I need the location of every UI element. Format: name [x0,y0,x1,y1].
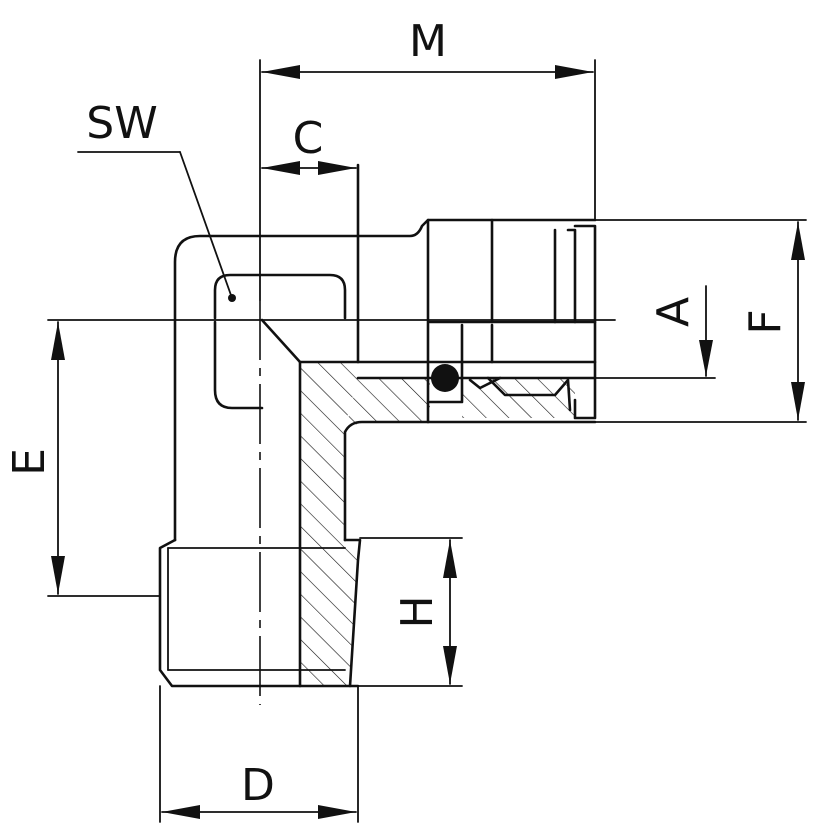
dim-sw: SW [77,98,233,299]
label-h: H [392,595,443,628]
ring-outline [573,224,597,420]
h-arrow-bottom [443,646,457,684]
dim-h: H [357,537,463,687]
label-d: D [241,760,275,811]
h-arrow-top [443,540,457,578]
center-lines [47,300,616,705]
stem-wall-hatch [300,362,358,686]
body-outline [173,218,597,542]
body-wall-hatch [345,378,430,432]
thread [158,538,362,688]
fitting-body [173,163,597,688]
label-e: E [4,448,55,476]
m-arrow-left [262,65,300,79]
hex-flat [213,273,347,410]
chamfer-line [260,318,302,364]
ring-top [566,228,577,324]
label-sw: SW [86,98,157,149]
label-a: A [648,297,699,327]
d-arrow-left [162,805,200,819]
label-c: C [293,113,324,164]
dim-m: M [259,16,596,301]
label-f: F [740,309,791,334]
e-arrow-top [51,322,65,360]
c-arrow-right [318,161,356,175]
collet-hatch [462,378,575,418]
thread-right-edge [343,538,362,688]
label-m: M [409,16,447,67]
d-arrow-right [318,805,356,819]
a-arrow [699,340,713,376]
thread-outline [158,538,360,688]
sw-leader-diagonal [179,151,233,299]
dim-a: A [594,285,716,379]
lower-wall-line [343,420,597,542]
collet-inner [428,323,494,404]
o-ring [431,364,459,392]
f-arrow-top [791,222,805,260]
m-arrow-right [555,65,593,79]
dim-d: D [159,685,359,823]
c-arrow-left [262,161,300,175]
dim-e: E [4,321,161,597]
f-arrow-bottom [791,382,805,420]
e-arrow-bottom [51,556,65,594]
collet-teeth [468,376,572,412]
collet-assembly [428,218,597,420]
dim-c: C [261,113,357,175]
dim-f: F [594,219,807,423]
section-hatching [300,362,575,686]
